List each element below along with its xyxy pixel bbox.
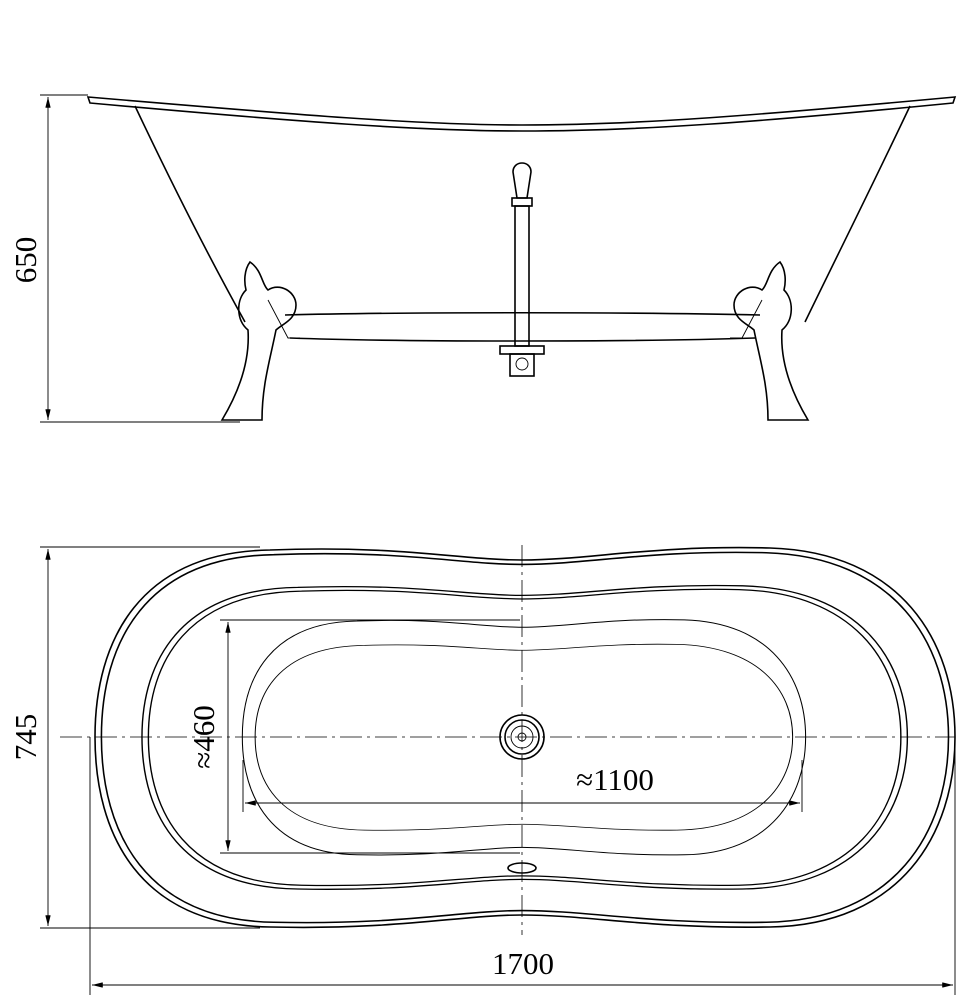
length-label: 1700 — [492, 946, 554, 981]
tub-rim — [86, 96, 957, 132]
faucet-column — [499, 162, 545, 377]
tub-body — [134, 105, 911, 323]
dimension-basin-width: ≈460 — [186, 619, 520, 854]
base-rail — [284, 311, 761, 342]
dimension-width: 745 — [8, 546, 260, 929]
overflow — [507, 862, 537, 874]
drain — [499, 714, 545, 760]
dimension-height: 650 — [8, 94, 240, 423]
side-view: 650 — [8, 94, 957, 423]
rim-edge — [100, 551, 950, 924]
left-leg — [220, 260, 300, 421]
height-label: 650 — [8, 237, 43, 284]
dimension-length: 1700 — [89, 737, 956, 995]
right-leg — [730, 260, 810, 421]
basin-width-label: ≈460 — [186, 705, 221, 769]
width-label: 745 — [8, 714, 43, 761]
dimension-basin-length: ≈1100 — [242, 760, 803, 812]
top-view: 745 ≈460 ≈1100 1700 — [8, 545, 956, 995]
basin-length-label: ≈1100 — [576, 762, 654, 797]
